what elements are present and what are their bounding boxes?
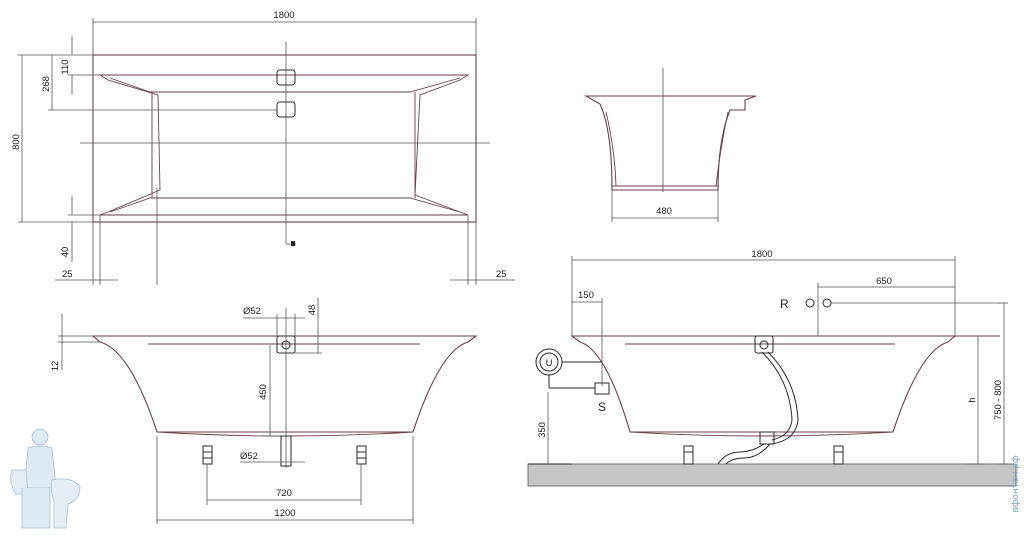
watermark-mascot [10, 428, 81, 529]
end-inner-left [605, 111, 617, 187]
mascot-legs [21, 488, 51, 529]
side-overflow-hose-2 [767, 351, 799, 445]
top-rim-outline [92, 54, 477, 223]
side-overflow-circle [759, 340, 769, 350]
dim-side-h-label: h [967, 397, 978, 402]
dim-front-450-label: 450 [258, 384, 269, 400]
top-basin-ridge-top [109, 77, 461, 93]
end-tub-outline [583, 95, 757, 191]
front-tub-outline [91, 335, 478, 433]
watermark-text: вфонтан.рф [1011, 455, 1021, 513]
dim-side-150-label: 150 [578, 290, 594, 301]
side-overflow-box [754, 335, 774, 354]
dim-side-650-label: 650 [876, 276, 892, 287]
dim-side-750-800-label: 750 - 800 [993, 380, 1004, 420]
dim-front-720-label: 720 [276, 488, 292, 499]
dim-top-25-right-label: 25 [496, 269, 507, 280]
top-view: 1800 800 268 110 40 25 25 [11, 10, 515, 285]
side-tub-outline [570, 335, 957, 433]
gauge-u-inner [539, 352, 559, 372]
front-foot-left [202, 445, 213, 465]
installation-view: 1800 150 650 R U S 350 h [527, 249, 1017, 487]
dim-top-25-left-label: 25 [62, 269, 73, 280]
dim-front-48-label: 48 [307, 305, 318, 316]
siphon-s-box [594, 382, 610, 395]
side-drain-pipe [717, 443, 765, 465]
end-view: 480 [583, 68, 757, 222]
dim-front-d52-top-label: Ø52 [243, 306, 261, 317]
top-center-marker [291, 241, 295, 246]
dim-side-350-label: 350 [537, 422, 548, 438]
side-drain-trap [759, 431, 775, 445]
dim-side-1800-label: 1800 [751, 249, 772, 260]
dim-top-268-label: 268 [41, 76, 52, 92]
label-r: R [780, 297, 789, 311]
toilet-icon [50, 478, 81, 529]
top-basin-ridge-bottom [109, 197, 461, 213]
dim-front-d52-bottom-label: Ø52 [240, 451, 258, 462]
front-foot-right [356, 445, 367, 465]
front-drain-pipe [280, 435, 292, 467]
label-s: S [598, 400, 606, 414]
connection-r-right [822, 298, 832, 308]
dim-front-1200-label: 1200 [274, 508, 295, 519]
mascot-body [23, 445, 57, 489]
label-u: U [546, 358, 553, 369]
mascot-head [31, 428, 49, 446]
dim-front-12-label: 12 [50, 361, 61, 372]
floor-slab [527, 463, 1017, 487]
side-foot-right [833, 445, 844, 465]
dim-top-length-label: 1800 [273, 10, 294, 21]
connection-r-left [805, 298, 815, 308]
dim-top-40-label: 40 [60, 247, 71, 258]
side-drain-pipe-2 [725, 443, 771, 465]
end-inner-right [715, 111, 729, 187]
side-base-curve [629, 431, 894, 437]
dim-end-480-label: 480 [656, 206, 672, 217]
dim-top-110-label: 110 [60, 59, 71, 74]
side-foot-left [683, 445, 694, 465]
front-base-curve [156, 431, 414, 437]
front-view: Ø52 48 12 450 Ø52 720 1200 [50, 298, 478, 524]
dim-top-width-label: 800 [11, 134, 22, 150]
side-overflow-hose [761, 351, 793, 441]
